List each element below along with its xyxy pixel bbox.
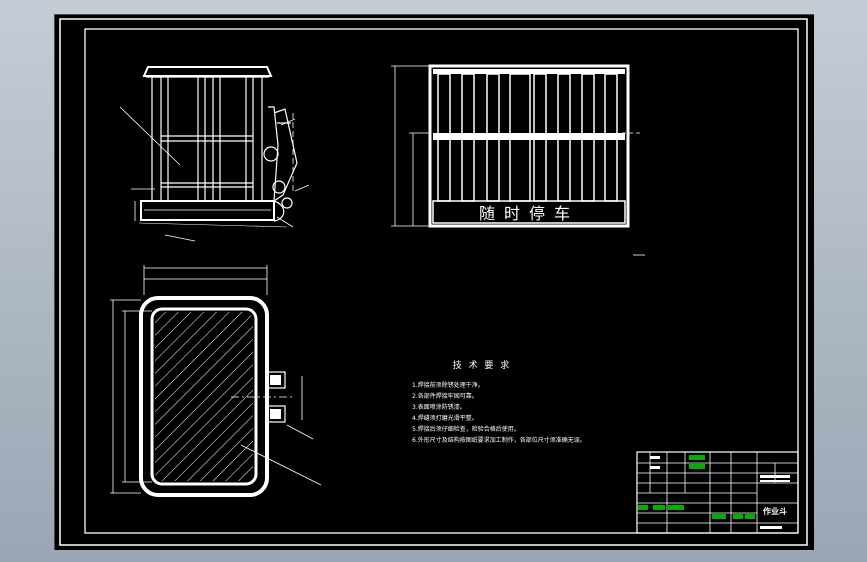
- tech-req-item: 1.焊接前须除锈处理干净。: [412, 381, 484, 389]
- tech-req-item: 3.表面喷涂防锈漆。: [412, 403, 466, 411]
- drawing-viewport[interactable]: 随时停车 技 术 要 求 1.焊接前须除锈处理干净。 2.各部件焊接牢固可靠。 …: [54, 14, 814, 550]
- technical-requirements: 技 术 要 求 1.焊接前须除锈处理干净。 2.各部件焊接牢固可靠。 3.表面喷…: [412, 359, 586, 444]
- tech-req-title: 技 术 要 求: [453, 359, 512, 371]
- tech-req-item: 2.各部件焊接牢固可靠。: [412, 392, 478, 400]
- sheet-border: [59, 18, 808, 546]
- title-block: [636, 451, 799, 534]
- tech-req-item: 5.焊接后须仔细检查，检验合格后使用。: [412, 425, 520, 433]
- cad-drawing: 随时停车 技 术 要 求 1.焊接前须除锈处理干净。 2.各部件焊接牢固可靠。 …: [59, 18, 808, 546]
- top-view: [110, 265, 322, 497]
- front-view: [391, 64, 645, 256]
- tech-req-item: 4.焊缝须打磨光滑平整。: [412, 414, 478, 422]
- board-text: 随时停车: [479, 204, 579, 223]
- drawing-title: 作业斗: [763, 506, 787, 516]
- side-view: [119, 66, 310, 242]
- tech-req-item: 6.外形尺寸及结构按图纸要求加工制作，各部位尺寸须准确无误。: [412, 436, 586, 444]
